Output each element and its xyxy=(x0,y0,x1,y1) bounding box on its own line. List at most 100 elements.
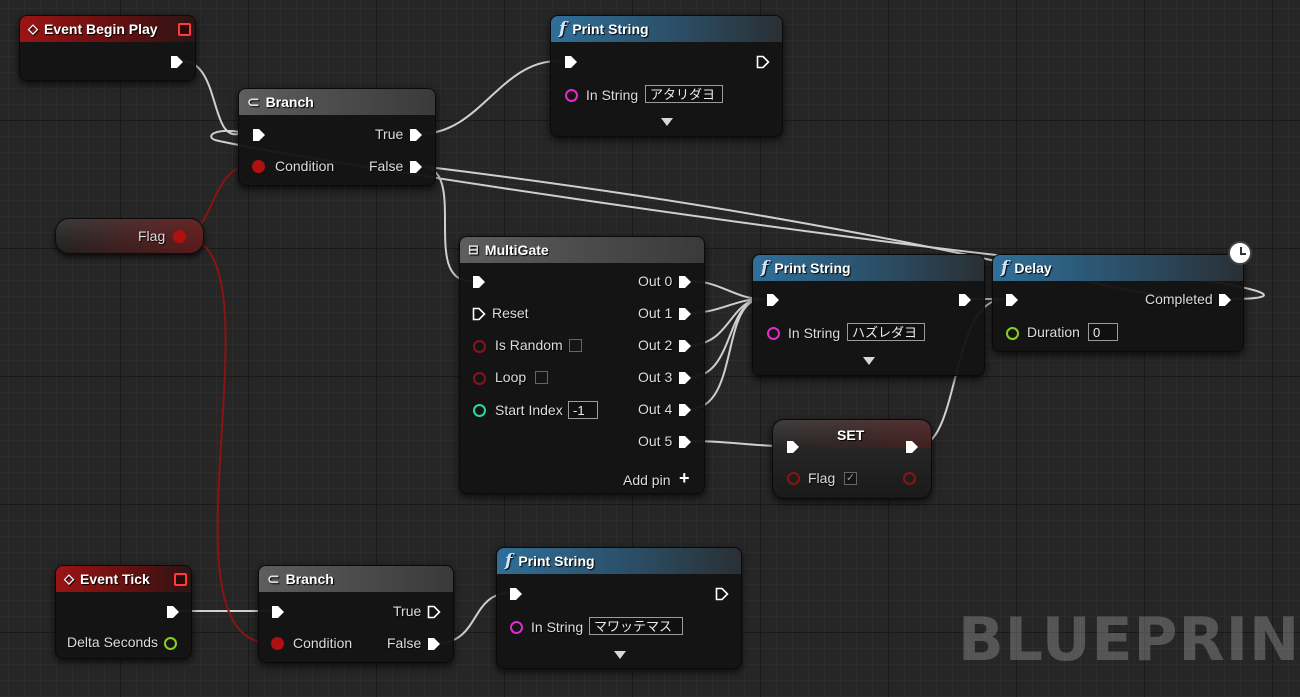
in-string-pin[interactable] xyxy=(767,327,780,340)
print-string-header[interactable]: f Print String xyxy=(497,548,741,574)
multigate-node[interactable]: ⊟ MultiGate Reset Is Random Loop Start I… xyxy=(459,236,705,494)
loop-label: Loop xyxy=(495,369,527,385)
set-flag-node[interactable]: SET Flag ✓ xyxy=(772,419,932,499)
is-random-label: Is Random xyxy=(495,337,563,353)
event-stop-icon xyxy=(174,573,187,586)
flag-checkbox[interactable]: ✓ xyxy=(844,472,857,485)
is-random-pin[interactable] xyxy=(473,340,486,353)
exec-in-pin[interactable] xyxy=(766,293,780,307)
delay-header[interactable]: f Delay xyxy=(993,255,1243,281)
out-1-label: Out 1 xyxy=(638,305,673,321)
is-random-checkbox[interactable] xyxy=(569,339,582,352)
duration-field[interactable]: 0 xyxy=(1088,323,1118,341)
branch-header[interactable]: ⊂ Branch xyxy=(239,89,435,115)
exec-in-pin[interactable] xyxy=(252,128,266,142)
flag-in-pin[interactable] xyxy=(787,472,800,485)
false-exec-out-pin[interactable] xyxy=(427,637,441,651)
exec-in-pin[interactable] xyxy=(564,55,578,69)
in-string-pin[interactable] xyxy=(510,621,523,634)
flag-get-label: Flag xyxy=(138,228,166,244)
condition-pin[interactable] xyxy=(271,637,284,650)
out-4-label: Out 4 xyxy=(638,401,673,417)
flag-out-pin[interactable] xyxy=(173,230,186,243)
add-pin-plus-icon[interactable]: + xyxy=(679,468,690,488)
expand-arrow-icon[interactable] xyxy=(863,357,875,365)
branch-header[interactable]: ⊂ Branch xyxy=(259,566,453,592)
wire-delay-loop xyxy=(210,130,1265,300)
delta-seconds-pin[interactable] xyxy=(164,637,177,650)
condition-pin[interactable] xyxy=(252,160,265,173)
start-index-pin[interactable] xyxy=(473,404,486,417)
event-stop-icon xyxy=(178,23,191,36)
branch-false-label: False xyxy=(369,158,404,174)
blueprint-watermark: BLUEPRINT xyxy=(958,605,1300,675)
start-index-field[interactable]: -1 xyxy=(568,401,598,419)
exec-in-pin[interactable] xyxy=(1005,293,1019,307)
branch-icon: ⊂ xyxy=(267,571,280,588)
print-string-node-1[interactable]: f Print String In String アタリダヨ xyxy=(550,15,783,137)
completed-label: Completed xyxy=(1145,291,1213,307)
event-tick-title: Event Tick xyxy=(80,571,150,587)
out-2-exec-pin[interactable] xyxy=(678,339,692,353)
exec-in-pin[interactable] xyxy=(271,605,285,619)
reset-exec-pin[interactable] xyxy=(472,307,486,321)
in-string-field[interactable]: ハズレダヨ xyxy=(847,323,925,341)
branch-node-top[interactable]: ⊂ Branch True Condition False xyxy=(238,88,436,186)
function-icon: f xyxy=(1001,258,1009,278)
exec-in-pin[interactable] xyxy=(509,587,523,601)
print-string-header[interactable]: f Print String xyxy=(551,16,782,42)
in-string-pin[interactable] xyxy=(565,89,578,102)
out-0-exec-pin[interactable] xyxy=(678,275,692,289)
exec-in-pin[interactable] xyxy=(786,440,800,454)
true-exec-out-pin[interactable] xyxy=(409,128,423,142)
true-exec-out-pin-unconnected[interactable] xyxy=(427,605,441,619)
expand-arrow-icon[interactable] xyxy=(614,651,626,659)
wire-out4-to-print2 xyxy=(689,298,763,410)
loop-pin[interactable] xyxy=(473,372,486,385)
branch-condition-label: Condition xyxy=(293,635,353,651)
branch-true-label: True xyxy=(393,603,422,619)
exec-out-pin-unconnected[interactable] xyxy=(756,55,770,69)
event-begin-play-node[interactable]: ◇ Event Begin Play xyxy=(19,15,196,81)
print-string-title: Print String xyxy=(774,260,851,276)
in-string-field[interactable]: アタリダヨ xyxy=(645,85,723,103)
out-4-exec-pin[interactable] xyxy=(678,403,692,417)
exec-out-pin[interactable] xyxy=(170,55,184,69)
delay-title: Delay xyxy=(1014,260,1052,276)
in-string-label: In String xyxy=(586,87,639,103)
flag-out-pin[interactable] xyxy=(903,472,916,485)
out-1-exec-pin[interactable] xyxy=(678,307,692,321)
out-5-exec-pin[interactable] xyxy=(678,435,692,449)
branch-node-bottom[interactable]: ⊂ Branch True Condition False xyxy=(258,565,454,663)
function-icon: f xyxy=(761,258,769,278)
completed-exec-pin[interactable] xyxy=(1218,293,1232,307)
exec-out-pin[interactable] xyxy=(958,293,972,307)
event-diamond-icon: ◇ xyxy=(28,21,38,36)
out-2-label: Out 2 xyxy=(638,337,673,353)
print-string-node-3[interactable]: f Print String In String マワッテマス xyxy=(496,547,742,669)
duration-pin[interactable] xyxy=(1006,327,1019,340)
add-pin-label[interactable]: Add pin xyxy=(623,472,671,488)
loop-checkbox[interactable] xyxy=(535,371,548,384)
flag-get-node[interactable]: Flag xyxy=(55,218,204,254)
exec-out-pin[interactable] xyxy=(905,440,919,454)
branch-title: Branch xyxy=(285,571,334,587)
event-tick-header[interactable]: ◇ Event Tick xyxy=(56,566,191,592)
event-tick-node[interactable]: ◇ Event Tick Delta Seconds xyxy=(55,565,192,659)
out-3-exec-pin[interactable] xyxy=(678,371,692,385)
exec-out-pin[interactable] xyxy=(166,605,180,619)
delay-node[interactable]: f Delay Completed Duration 0 xyxy=(992,254,1244,352)
in-string-label: In String xyxy=(788,325,841,341)
exec-in-pin[interactable] xyxy=(472,275,486,289)
in-string-field[interactable]: マワッテマス xyxy=(589,617,683,635)
print-string-node-2[interactable]: f Print String In String ハズレダヨ xyxy=(752,254,985,376)
false-exec-out-pin[interactable] xyxy=(409,160,423,174)
print-string-header[interactable]: f Print String xyxy=(753,255,984,281)
exec-out-pin-unconnected[interactable] xyxy=(715,587,729,601)
multigate-header[interactable]: ⊟ MultiGate xyxy=(460,237,704,263)
branch-true-label: True xyxy=(375,126,404,142)
out-3-label: Out 3 xyxy=(638,369,673,385)
print-string-title: Print String xyxy=(572,21,649,37)
event-begin-play-header[interactable]: ◇ Event Begin Play xyxy=(20,16,195,42)
expand-arrow-icon[interactable] xyxy=(661,118,673,126)
